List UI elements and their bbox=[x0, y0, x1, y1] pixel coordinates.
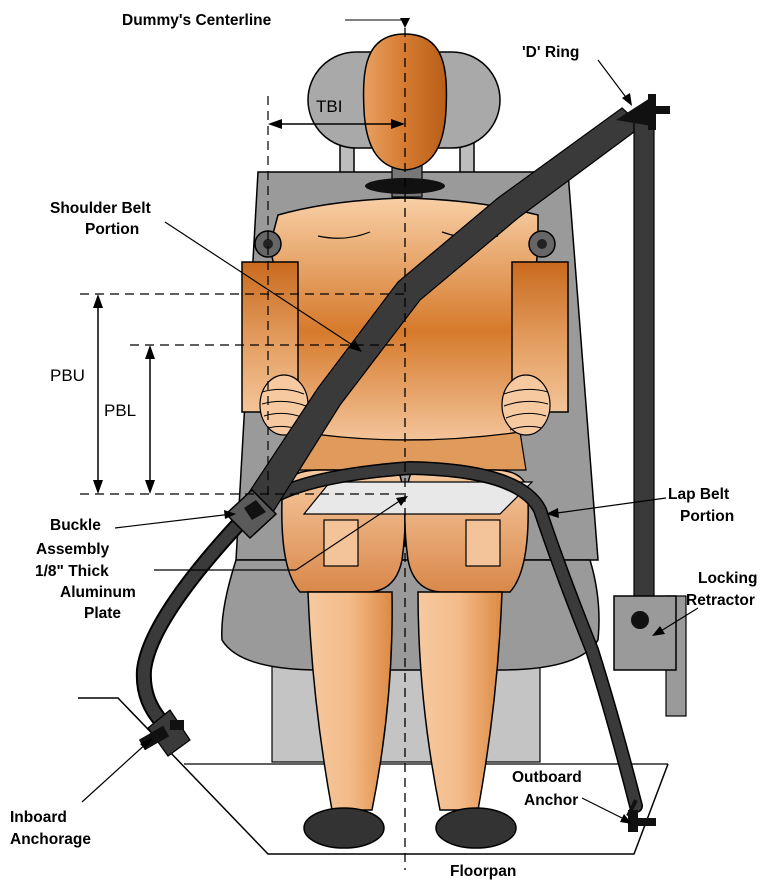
buckle-label-2: Assembly bbox=[36, 541, 110, 558]
tbi-label: TBI bbox=[316, 97, 342, 116]
buckle-leader bbox=[115, 514, 232, 528]
pbu-arrow-up-icon bbox=[93, 294, 103, 308]
inboard-label-1: Inboard bbox=[10, 809, 67, 826]
pbl-arrow-up-icon bbox=[145, 345, 155, 359]
pbu-label: PBU bbox=[50, 366, 85, 385]
outboard-label-1: Outboard bbox=[512, 769, 582, 786]
outboard-label-2: Anchor bbox=[524, 792, 578, 809]
seat-cushion bbox=[222, 560, 599, 670]
d-ring-label: 'D' Ring bbox=[522, 44, 579, 61]
foot-right bbox=[436, 808, 516, 848]
plate-label-2: Aluminum bbox=[60, 584, 136, 601]
tbi-arrow-left-icon bbox=[268, 119, 282, 129]
lap-belt-label-1: Lap Belt bbox=[668, 486, 729, 503]
thigh-tab-left bbox=[324, 520, 358, 566]
retractor-column bbox=[634, 112, 654, 652]
floorpan-label: Floorpan bbox=[450, 863, 516, 880]
inboard-leader bbox=[82, 742, 148, 802]
centerline-arrow-icon bbox=[400, 18, 410, 28]
plate-label-3: Plate bbox=[84, 605, 121, 622]
locking-retractor bbox=[614, 596, 686, 716]
shoulder-belt-label-2: Portion bbox=[85, 221, 139, 238]
foot-left bbox=[304, 808, 384, 848]
inboard-label-2: Anchorage bbox=[10, 831, 91, 848]
seat-pedestal bbox=[272, 660, 540, 762]
pbu-arrow-down-icon bbox=[93, 480, 103, 494]
retractor-label-2: Retractor bbox=[686, 592, 755, 609]
d-ring-leader bbox=[598, 60, 628, 100]
pbl-label: PBL bbox=[104, 401, 136, 420]
inboard-anchorage bbox=[139, 710, 190, 756]
plate-label-1: 1/8" Thick bbox=[35, 563, 109, 580]
leg-right bbox=[418, 592, 502, 810]
retractor-label-1: Locking bbox=[698, 570, 757, 587]
hand-right bbox=[502, 375, 550, 435]
shoulder-joint-right bbox=[529, 231, 555, 257]
buckle-label-1: Buckle bbox=[50, 517, 101, 534]
centerline-label: Dummy's Centerline bbox=[122, 12, 272, 29]
shoulder-belt-label-1: Shoulder Belt bbox=[50, 200, 151, 217]
lap-belt-label-2: Portion bbox=[680, 508, 734, 525]
leg-left bbox=[308, 592, 392, 810]
pbl-arrow-down-icon bbox=[145, 480, 155, 494]
thigh-tab-right bbox=[466, 520, 500, 566]
